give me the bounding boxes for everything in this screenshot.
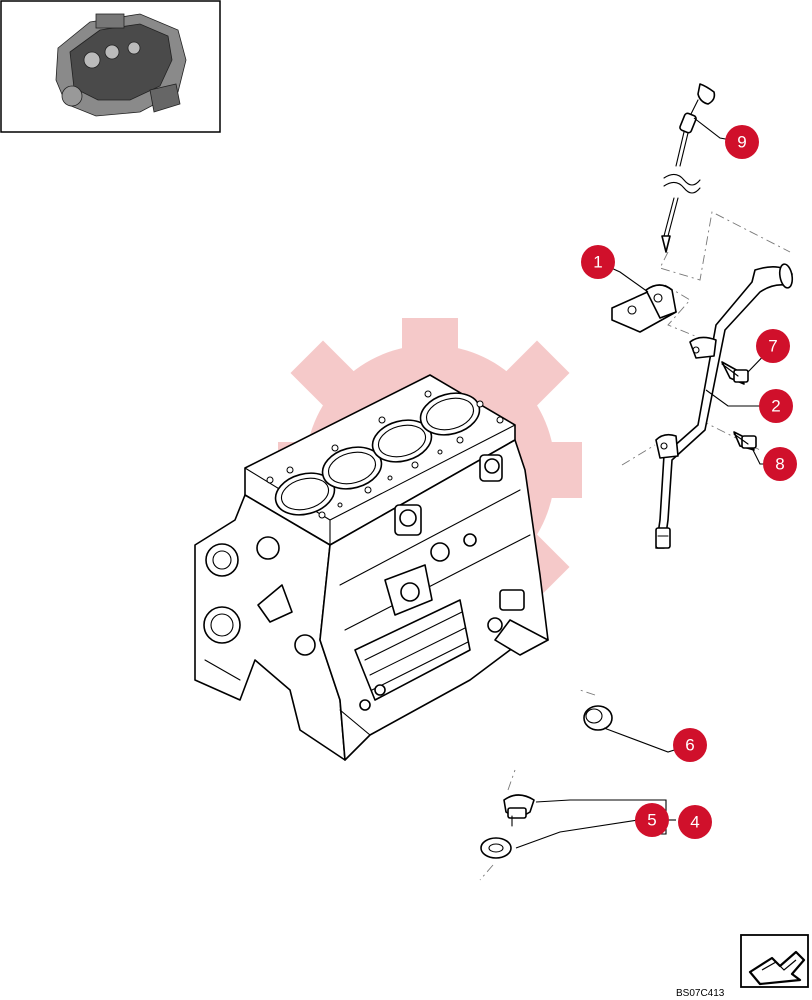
callout-2-label: 2 [771, 397, 780, 416]
callout-9[interactable]: 9 [725, 125, 759, 159]
bracket [611, 284, 677, 333]
dipstick-tube [655, 263, 794, 549]
washer [480, 837, 512, 859]
callout-1-label: 1 [593, 253, 602, 272]
guide-lines [479, 211, 791, 881]
engine-thumbnail-icon[interactable] [0, 0, 221, 133]
callout-5[interactable]: 5 [635, 803, 669, 837]
plug [583, 705, 613, 731]
dipstick [661, 83, 716, 253]
callouts: 1 2 4 5 6 7 8 9 [581, 125, 797, 839]
cylinder-bores [274, 392, 481, 516]
arrow-nav-icon[interactable] [740, 934, 809, 988]
callout-8-label: 8 [775, 455, 784, 474]
callout-5-label: 5 [647, 811, 656, 830]
callout-8[interactable]: 8 [763, 447, 797, 481]
callout-6-label: 6 [685, 736, 694, 755]
bolt-lower [733, 431, 757, 451]
callout-4[interactable]: 4 [678, 805, 712, 839]
callout-1[interactable]: 1 [581, 245, 615, 279]
engine-block [194, 374, 549, 761]
drain-plug [503, 794, 535, 827]
bolt-upper [721, 361, 749, 385]
callout-6[interactable]: 6 [673, 728, 707, 762]
callout-9-label: 9 [737, 133, 746, 152]
drawing-code: BS07C413 [676, 988, 725, 999]
callout-7[interactable]: 7 [756, 329, 790, 363]
callout-4-label: 4 [690, 813, 699, 832]
callout-2[interactable]: 2 [759, 389, 793, 423]
callout-7-label: 7 [768, 337, 777, 356]
